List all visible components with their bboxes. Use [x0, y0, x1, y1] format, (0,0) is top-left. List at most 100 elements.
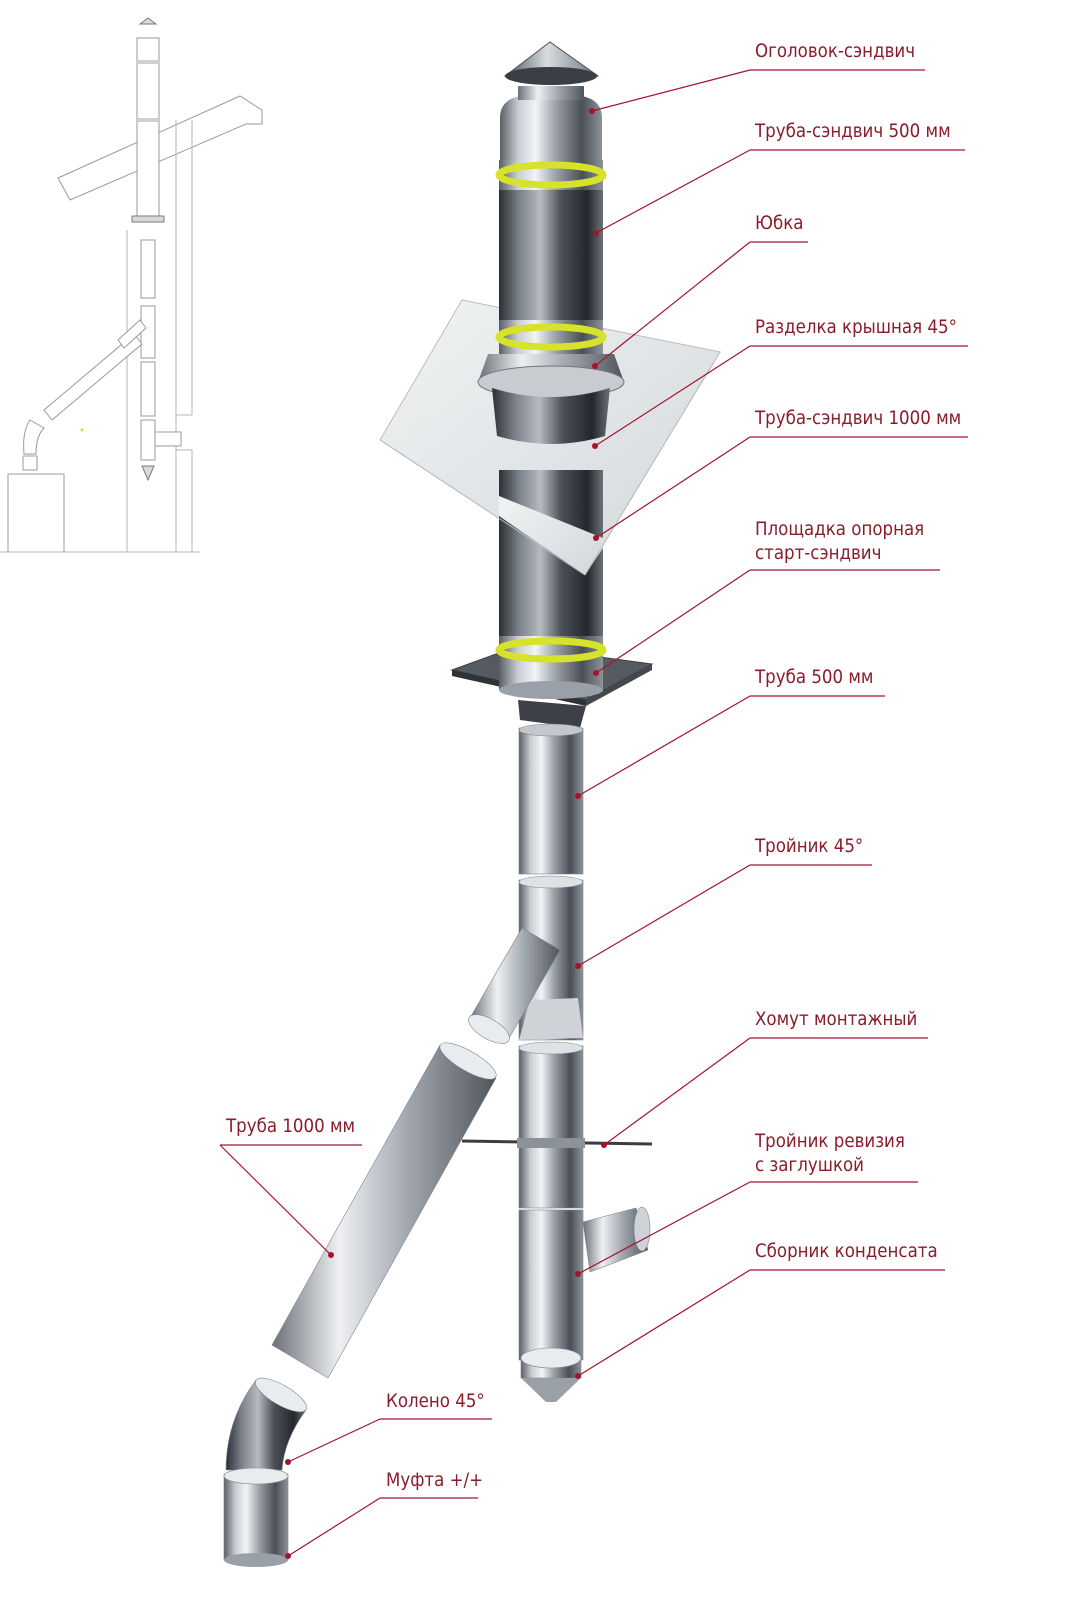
leader-dot-pipe500 — [575, 793, 581, 799]
revision-tee-body — [518, 1209, 584, 1361]
callout-label-skirt: Юбка — [755, 213, 803, 234]
callout-label-head: Оголовок-сэндвич — [755, 41, 915, 62]
leader-line-condensate — [577, 1269, 751, 1377]
leader-line-skirt — [594, 241, 751, 367]
support-insulation-ring — [495, 637, 607, 663]
sketch-support — [131, 215, 165, 223]
coupling — [223, 1473, 289, 1561]
callout-label-elbow45: Колено 45° — [386, 1391, 485, 1412]
revision-tee-branch — [582, 1207, 649, 1273]
installation-sketch — [0, 17, 263, 553]
leader-dot-pipe1000 — [328, 1252, 334, 1258]
revision-cap — [633, 1206, 651, 1252]
sketch-wall-lower — [176, 449, 193, 552]
roof-flashing-edge-2 — [584, 351, 721, 576]
leader-dot-sandwich500 — [593, 230, 599, 236]
pipe-1000-top — [439, 1042, 497, 1080]
leader-line-revision — [577, 1181, 751, 1275]
head-body — [500, 96, 602, 160]
callout-label-coupling: Муфта +/+ — [386, 1470, 483, 1491]
sketch-revision-cap — [154, 431, 182, 447]
sketch-pipe-low — [140, 361, 156, 417]
mounting-clamp — [517, 1138, 585, 1148]
elbow-45-top — [255, 1377, 307, 1413]
sketch-slant-pipe — [43, 333, 143, 421]
leader-dot-condensate — [575, 1373, 581, 1379]
coupling-top — [223, 1467, 289, 1485]
leader-dot-sandwich1000 — [593, 535, 599, 541]
skirt-inner — [492, 388, 610, 444]
head-cap-rim — [505, 67, 597, 85]
leader-line-sandwich1000 — [595, 436, 751, 539]
leader-dot-support — [593, 670, 599, 676]
leader-dot-roof45 — [592, 443, 598, 449]
coupling-bottom — [224, 1553, 288, 1567]
tee-45-branch-end — [468, 1014, 510, 1044]
leader-dot-head — [589, 108, 595, 114]
callout-label-clamp: Хомут монтажный — [755, 1009, 917, 1030]
sketch-condensate — [141, 465, 155, 482]
leader-dot-elbow45 — [285, 1459, 291, 1465]
leader-line-pipe500 — [577, 695, 751, 797]
leader-line-clamp — [603, 1037, 751, 1146]
leader-line-tee45 — [577, 864, 751, 967]
sketch-tee — [140, 305, 156, 359]
condensate-collector-bottom — [521, 1378, 581, 1402]
sketch-sandwich — [136, 37, 160, 219]
roof-flashing-overlap — [499, 496, 603, 575]
leader-dot-revision — [575, 1271, 581, 1277]
leader-line-sandwich500 — [595, 149, 751, 234]
leader-line-roof45 — [594, 345, 751, 447]
roof-flashing-edge — [379, 439, 586, 576]
sketch-pipe500 — [140, 239, 156, 299]
callout-label-revision-line-1: Тройник ревизия — [754, 1131, 905, 1152]
head-neck — [518, 86, 584, 100]
callout-label-sandwich1000: Труба-сэндвич 1000 мм — [754, 408, 961, 429]
callout-label-pipe500: Труба 500 мм — [754, 667, 873, 688]
leader-lines — [219, 69, 968, 1559]
sketch-boiler — [7, 473, 65, 553]
leader-dot-tee45 — [575, 963, 581, 969]
chimney-assembly — [223, 41, 721, 1567]
sketch-ring-1 — [137, 60, 159, 64]
condensate-collector-top — [520, 1347, 582, 1369]
sketch-ring-2 — [137, 118, 159, 122]
sketch-elbow — [23, 419, 45, 455]
leader-line-pipe1000 — [219, 1144, 332, 1256]
pipe-lower-top — [518, 1041, 584, 1055]
callout-label-condensate: Сборник конденсата — [755, 1241, 938, 1262]
leader-dot-skirt — [592, 363, 598, 369]
callout-label-roof45: Разделка крышная 45° — [755, 317, 957, 338]
pipe-lower — [518, 1045, 584, 1209]
sketch-tee-branch — [117, 319, 147, 349]
support-plate-bracket — [518, 700, 586, 728]
callout-label-support-line-1: Площадка опорная — [755, 519, 924, 540]
callout-label-pipe1000: Труба 1000 мм — [225, 1116, 355, 1137]
sketch-coupling — [22, 455, 38, 471]
leader-line-head — [591, 69, 751, 112]
support-ring-bottom — [499, 681, 603, 699]
leader-dot-coupling — [285, 1553, 291, 1559]
leader-line-coupling — [287, 1497, 381, 1557]
insulation-ring-top — [495, 161, 607, 189]
pipe-500-top — [518, 723, 584, 737]
sketch-revision — [140, 419, 156, 461]
leader-line-elbow45 — [287, 1418, 381, 1463]
sketch-cap — [138, 17, 158, 25]
sketch-marker — [80, 428, 84, 432]
callout-label-tee45: Тройник 45° — [754, 836, 863, 857]
support-plate-edge-2 — [586, 664, 652, 706]
tee-45-lower — [519, 998, 583, 1040]
insulation-ring-mid — [495, 323, 607, 351]
leader-line-support — [595, 569, 751, 674]
callout-label-support-line-2: старт-сэндвич — [755, 543, 881, 564]
leader-dot-clamp — [601, 1142, 607, 1148]
pipe-500 — [518, 727, 584, 875]
sketch-roof — [57, 95, 263, 201]
callout-label-revision-line-2: с заглушкой — [755, 1155, 864, 1176]
pipe-1000 — [271, 1044, 497, 1379]
callout-label-sandwich500: Труба-сэндвич 500 мм — [754, 121, 951, 142]
